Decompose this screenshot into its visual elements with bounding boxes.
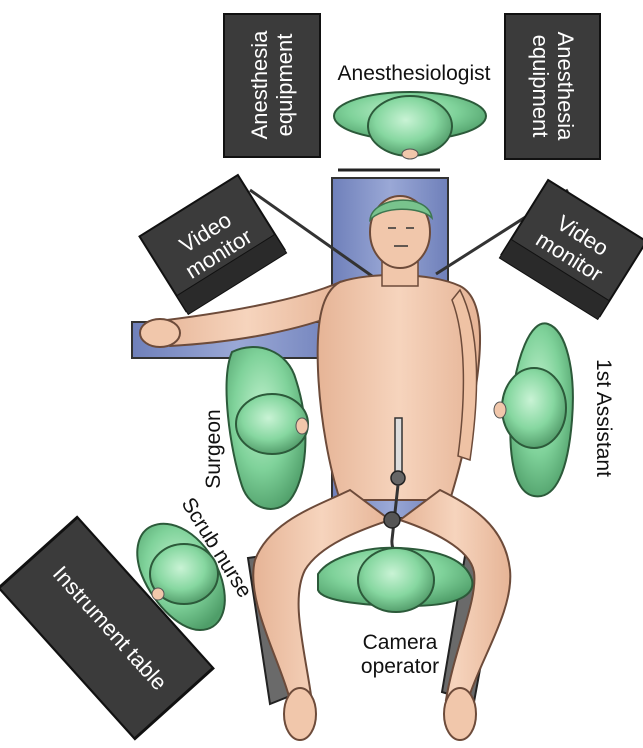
anesthesiologist-figure — [334, 92, 486, 159]
surgeon-label: Surgeon — [202, 409, 226, 488]
camera-operator-figure — [318, 548, 472, 612]
anesthesia-equipment-right-label: Anesthesia equipment — [528, 32, 578, 141]
first-assistant-label: 1st Assistant — [591, 359, 615, 477]
anesthesiologist-label: Anesthesiologist — [338, 62, 491, 86]
surgeon-figure — [227, 347, 308, 509]
anesthesia-equipment-left-label: Anesthesia equipment — [247, 31, 297, 140]
first-assistant-figure — [494, 323, 573, 496]
camera-operator-label: Camera operator — [361, 631, 439, 679]
